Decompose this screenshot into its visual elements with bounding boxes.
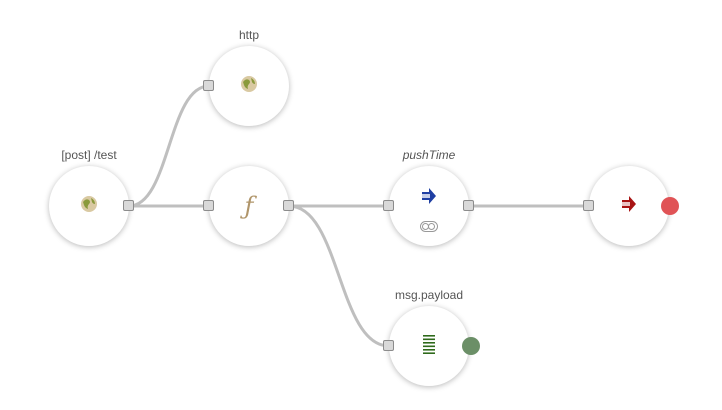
debug-active-dot[interactable] — [462, 337, 480, 355]
output-port[interactable] — [123, 200, 134, 211]
toggle-switch[interactable] — [420, 221, 438, 232]
function-icon: ƒ — [244, 192, 254, 220]
wire-httpin-to-httpout[interactable] — [128, 84, 210, 208]
link-arrow-icon — [621, 194, 637, 219]
node-http-in[interactable] — [49, 166, 129, 246]
node-label-http-in: [post] /test — [61, 148, 117, 162]
node-label-push-time: pushTime — [402, 148, 456, 162]
globe-icon — [80, 195, 98, 218]
list-icon — [422, 334, 436, 359]
input-port[interactable] — [383, 340, 394, 351]
node-function[interactable]: ƒ — [209, 166, 289, 246]
input-port[interactable] — [583, 200, 594, 211]
input-port[interactable] — [383, 200, 394, 211]
node-label-http-out: http — [238, 28, 260, 42]
output-port[interactable] — [283, 200, 294, 211]
link-out-arrow-icon — [421, 186, 437, 211]
node-push-time[interactable] — [389, 166, 469, 246]
error-status-dot — [661, 197, 679, 215]
node-link-in[interactable] — [589, 166, 669, 246]
node-label-debug: msg.payload — [394, 288, 464, 302]
node-http-out[interactable] — [209, 46, 289, 126]
output-port[interactable] — [463, 200, 474, 211]
input-port[interactable] — [203, 80, 214, 91]
input-port[interactable] — [203, 200, 214, 211]
wire-function-to-debug[interactable] — [288, 204, 390, 348]
globe-icon — [240, 75, 258, 98]
node-debug[interactable] — [389, 306, 469, 386]
